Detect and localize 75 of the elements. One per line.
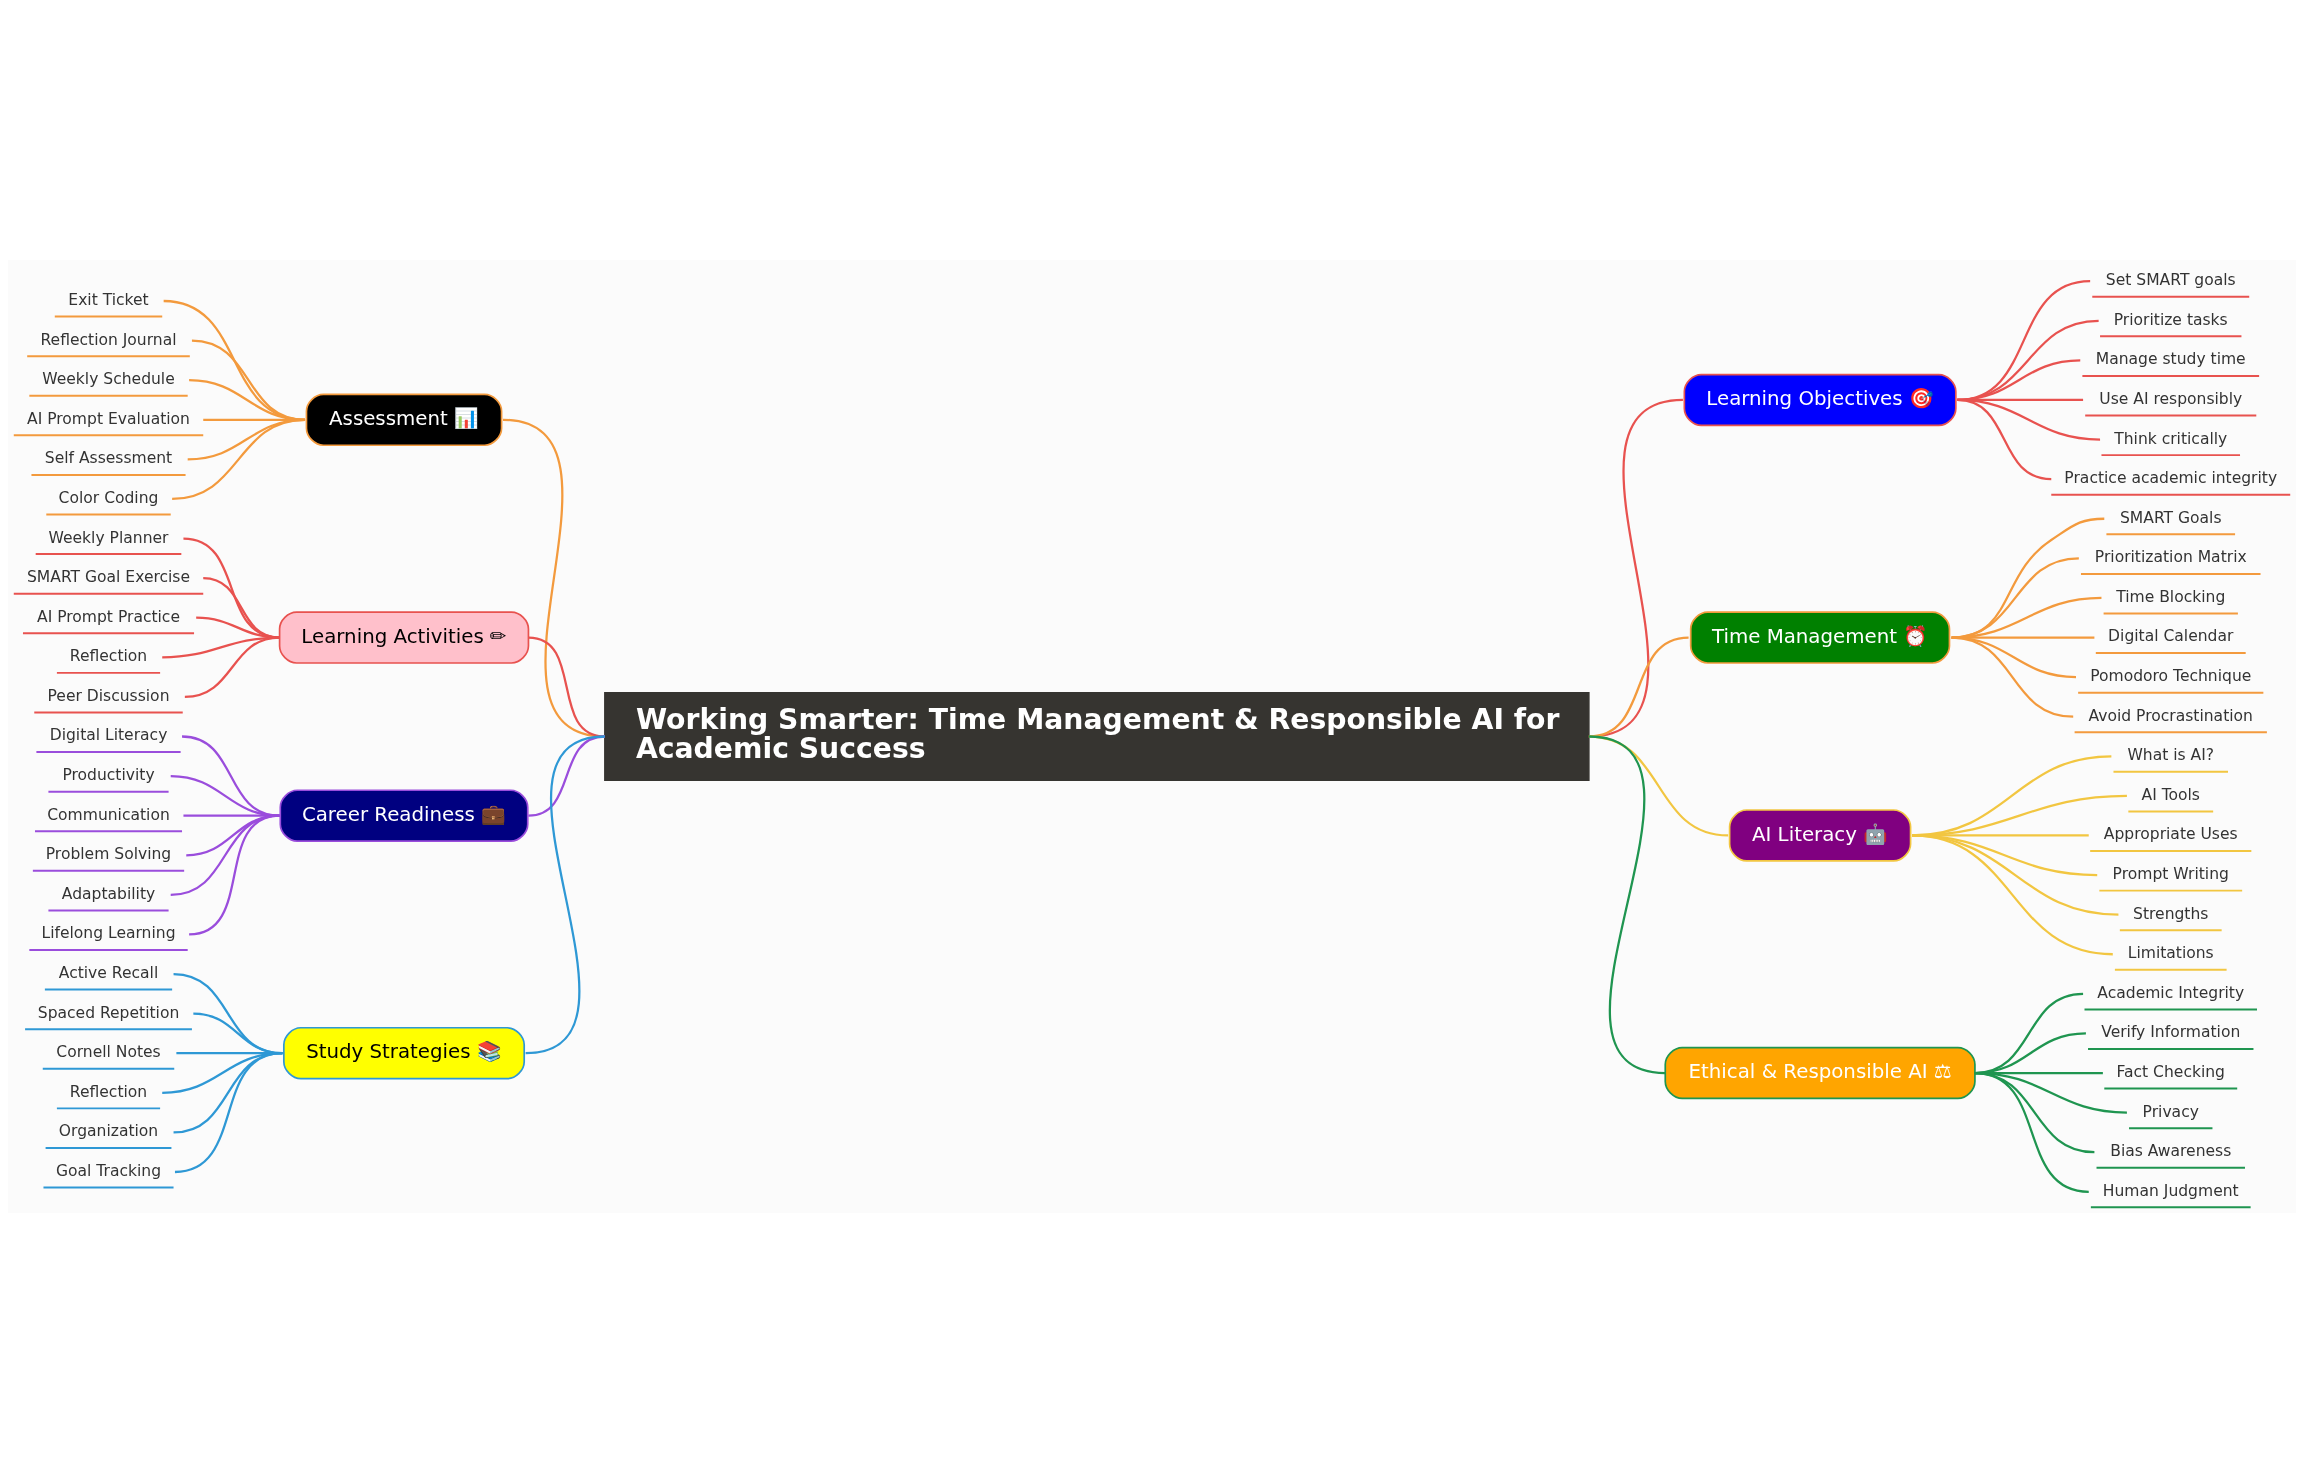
node-text: Time Blocking (2116, 587, 2226, 606)
node-text: Avoid Procrastination (2088, 706, 2253, 725)
node-text: Think critically (2114, 429, 2228, 448)
node-box: Learning Objectives 🎯 (1683, 373, 1957, 427)
node-text: Manage study time (2095, 350, 2246, 369)
connector (1588, 735, 1666, 1075)
node-text: Peer Discussion (47, 686, 170, 705)
node-text: Reflection Journal (40, 330, 177, 349)
node-text: Exit Ticket (68, 290, 149, 309)
node-text: SMART Goals (2119, 508, 2222, 527)
connector (528, 636, 605, 738)
connector (172, 418, 306, 501)
node-text: Self Assessment (44, 449, 173, 468)
node-text: Reflection (69, 647, 148, 666)
node-text: Set SMART goals (2105, 271, 2236, 290)
connector (1951, 596, 2102, 639)
connector (163, 299, 306, 421)
node-text: Weekly Planner (48, 528, 169, 547)
node-text: SMART Goal Exercise (26, 568, 191, 587)
node-box: Study Strategies 📚 (283, 1026, 526, 1080)
node-text: Weekly Schedule (42, 370, 175, 389)
node-box: Learning Activities ✏ (278, 611, 530, 664)
connector (191, 339, 306, 421)
node-text: Spaced Repetition (37, 1003, 180, 1022)
node-text: Productivity (62, 766, 155, 785)
connector (1974, 1071, 2089, 1193)
node-text: Academic Integrity (2097, 983, 2245, 1002)
node-box: Career Readiness 💼 (279, 789, 529, 842)
node-text: Cornell Notes (56, 1043, 161, 1062)
node-text: Strengths (2133, 904, 2209, 923)
node-text: Appropriate Uses (2103, 825, 2238, 844)
node-text: Lifelong Learning (41, 924, 176, 943)
node-box: Working Smarter: Time Management & Responsible AI for Academic Success (604, 691, 1590, 782)
node-text: Problem Solving (45, 845, 172, 864)
node-box: Assessment 📊 (305, 393, 503, 447)
node-text: Goal Tracking (55, 1161, 162, 1180)
node-text: Privacy (2142, 1102, 2199, 1121)
connector (1951, 636, 2074, 718)
node-text: AI Prompt Practice (37, 607, 180, 626)
node-text: Human Judgment (2102, 1181, 2239, 1200)
node-box: AI Literacy 🤖 (1728, 809, 1912, 862)
node-text: Adaptability (61, 884, 156, 903)
node-text: Prioritization Matrix (2094, 548, 2247, 567)
connector (1951, 636, 2095, 639)
connector (1951, 636, 2077, 679)
node-text: AI Tools (2141, 785, 2200, 804)
connector (1951, 517, 2105, 639)
node-text: Organization (58, 1122, 159, 1141)
connector (170, 774, 280, 817)
connector (525, 735, 606, 1055)
connector (188, 814, 280, 936)
node-text: Pomodoro Technique (2090, 667, 2252, 686)
node-text: Digital Literacy (49, 726, 168, 745)
connector (1911, 834, 2113, 956)
node-text: Practice academic integrity (2064, 469, 2278, 488)
node-text: AI Prompt Evaluation (27, 409, 190, 428)
node-text: Digital Calendar (2108, 627, 2234, 646)
connector (1957, 398, 2052, 481)
node-text: Use AI responsibly (2099, 389, 2243, 408)
node-text: Active Recall (58, 964, 159, 982)
node-text: Communication (47, 805, 170, 824)
node-text: Color Coding (58, 488, 159, 507)
node-box: Time Management ⏰ (1689, 611, 1951, 664)
node-text: Bias Awareness (2110, 1142, 2232, 1161)
node-text: Prioritize tasks (2113, 310, 2228, 329)
node-text: Verify Information (2101, 1023, 2241, 1042)
node-box: Ethical & Responsible AI ⚖ (1664, 1046, 1976, 1100)
node-text: Prompt Writing (2112, 865, 2229, 884)
node-text: What is AI? (2127, 746, 2215, 765)
node-text: Reflection (69, 1082, 148, 1101)
connector (174, 1052, 283, 1174)
connector (181, 735, 280, 817)
node-text: Limitations (2127, 944, 2214, 963)
node-text: Fact Checking (2116, 1062, 2225, 1081)
connector (162, 636, 280, 659)
